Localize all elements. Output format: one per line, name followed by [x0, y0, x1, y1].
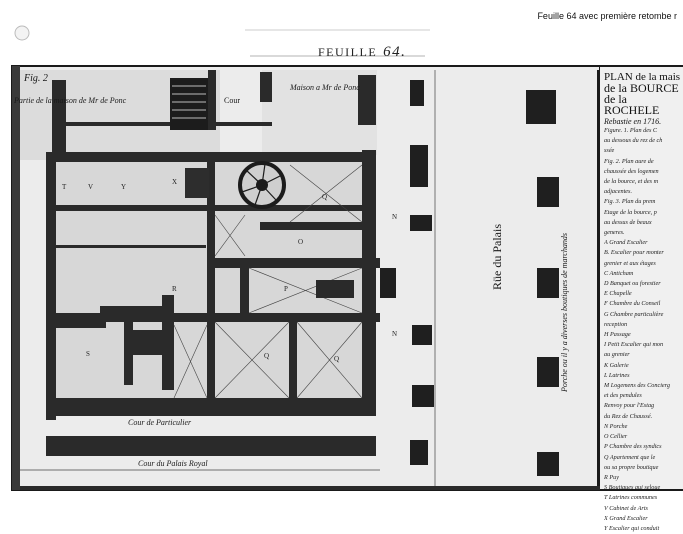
legend-title: PLAN de la mais de la BOURCE de la ROCHE… [604, 72, 683, 127]
legend-item: Q Apartement que le [604, 453, 656, 461]
cour-particulier-label: Cour de Particulier [128, 418, 192, 427]
legend-title-line: de la ROCHELE [604, 92, 660, 117]
room-letter: Q [334, 355, 340, 363]
legend-item: V Cabinet de Arts [604, 504, 648, 512]
legend-item: L Latrines [604, 371, 630, 379]
feuille-number: 64. [383, 44, 407, 60]
legend-item: D Banquet ou forestier [604, 280, 661, 288]
room-letter: X [172, 178, 178, 186]
legend-title-line: PLAN de la mais [604, 71, 681, 83]
legend-title-line: Rebastie en 1716. [604, 117, 662, 126]
legend-item: I Petit Escalier qui mon [604, 341, 664, 349]
room-letter: N [392, 330, 398, 338]
cour-palais-label: Cour du Palais Royal [138, 459, 208, 468]
legend-item: K Galerie [604, 361, 629, 369]
legend-item: Fig. 3. Plan du prem [604, 198, 656, 206]
legend-item: ou sa propre boutique [604, 463, 659, 471]
legend-item: ssée [604, 147, 615, 155]
legend-item: A Grand Escalier [604, 239, 648, 247]
legend-item: R Puy [604, 473, 619, 481]
feuille-heading: FEUILLE 64. [318, 44, 406, 61]
legend-item: chaussée des logemen [604, 167, 659, 175]
maison-label: Maison a Mr de Ponc [290, 83, 360, 92]
room-letter: P [284, 285, 288, 293]
porche-label: Porche ou il y a diverses boutiques de m… [560, 233, 569, 392]
room-letter: S [86, 350, 90, 358]
legend-item: G Chambre particulière [604, 310, 664, 318]
room-letter: O [298, 238, 304, 246]
legend-item: et des pendules [604, 392, 642, 400]
room-letter: Q [322, 193, 328, 201]
legend-item: Renvoy pour l'Estag [604, 402, 655, 410]
legend-list: Figure. 1. Plan des C au dessous du rez d… [604, 126, 683, 534]
room-letter: Y [121, 183, 127, 191]
legend-item: Y Escalier qui conduit [604, 524, 660, 532]
legend-item: reception [604, 320, 628, 328]
legend-item: E Chapelle [604, 290, 632, 298]
scanned-plan-image [11, 25, 683, 491]
legend-item: au dessus de beaux [604, 218, 652, 226]
legend-item: au dessous du rez de ch [604, 137, 663, 145]
legend-item: Fig. 2. Plan aure de [604, 157, 654, 165]
legend-item: P Chambre des syndics [604, 443, 662, 451]
legend-title-line: de la BOURCE [604, 81, 679, 95]
legend-item: M Logemens des Concierg [604, 382, 670, 390]
cour-label: Cour [224, 96, 240, 105]
legend-item: B. Escalier pour monter [604, 249, 664, 257]
room-letter: R [172, 285, 177, 293]
legend-item: Figure. 1. Plan des C [604, 127, 658, 134]
room-letter: N [392, 213, 398, 221]
legend-item: T Latrines communes [604, 494, 658, 502]
room-letter: Q [264, 352, 270, 360]
legend-item: F Chambre du Conseil [604, 300, 661, 308]
legend-item: N Porche [604, 422, 628, 430]
legend-item: de la bource, et des m [604, 178, 659, 186]
legend-item: C Anticham [604, 269, 634, 277]
feuille-label: FEUILLE [318, 45, 378, 59]
legend-item: adjacentes. [604, 188, 633, 196]
room-letter: T [62, 183, 67, 191]
legend-item: H Passage [604, 331, 631, 339]
fig-label: Fig. 2 [24, 73, 48, 84]
legend-item: au grenier [604, 351, 630, 359]
top-left-label: Partie de la maison de Mr de Ponc [14, 96, 127, 105]
rue-label: Rüe du Palais [490, 224, 504, 290]
legend-item: grenier et aux étages [604, 259, 656, 267]
page-note: Feuille 64 avec première retombe r [537, 11, 677, 21]
room-letter: V [88, 183, 94, 191]
legend-item: du Rez de Chaussé. [604, 412, 653, 420]
legend-item: O Cellier [604, 433, 628, 441]
legend-item: Etage de la bource, p [604, 208, 657, 216]
legend-item: generes. [604, 229, 625, 237]
legend-item: X Grand Escalier [604, 514, 648, 522]
legend-item: S Boutiques qui seloue [604, 484, 661, 492]
